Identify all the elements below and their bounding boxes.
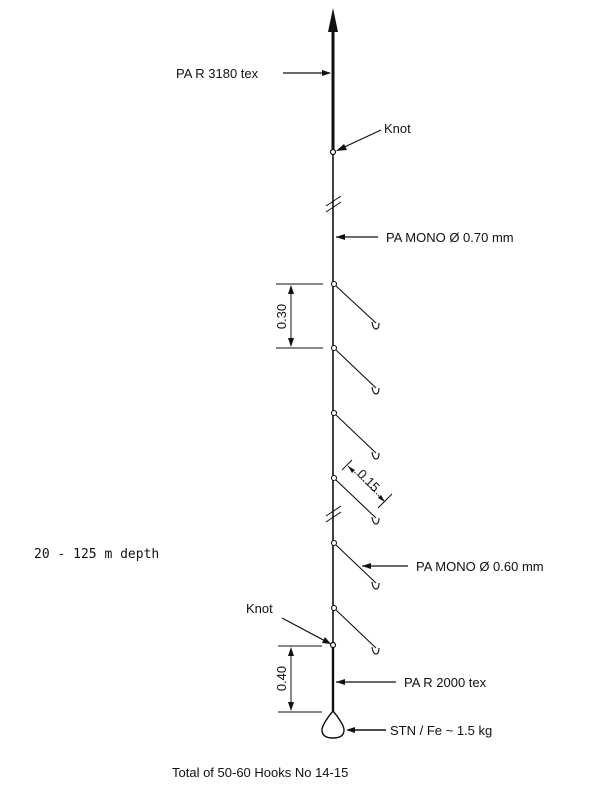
knot-top-icon [329,148,337,156]
pointer-knot-bottom [281,617,330,644]
dimension-hook-spacing [276,283,323,349]
label-knot-bottom: Knot [246,601,273,616]
arrowhead-icon [336,144,347,151]
arrowhead-icon [346,727,355,733]
hook-icon [330,280,380,330]
dimension-label-hook-spacing: 0.30 [274,303,290,330]
label-top-line: PA R 3180 tex [176,66,259,81]
label-mono-upper: PA MONO Ø 0.70 mm [386,230,514,245]
sinker-icon [321,709,345,739]
dimension-snood [341,459,393,509]
hook-icon [330,474,380,525]
label-sinker: STN / Fe ~ 1.5 kg [390,723,493,738]
break-mark-lower [325,505,342,523]
hook-icon [330,409,380,460]
hook-icon [330,539,380,590]
knot-bottom-icon [329,641,337,649]
label-bottom-line: PA R 2000 tex [404,675,487,690]
dimension-sinker-leader [278,645,322,713]
arrowhead-icon [322,637,331,644]
label-mono-lower: PA MONO Ø 0.60 mm [416,559,544,574]
arrowhead-icon [336,679,345,685]
label-knot-top: Knot [384,121,411,136]
arrowhead-icon [336,234,345,240]
arrowhead-icon [322,70,331,76]
caption: Total of 50-60 Hooks No 14-15 [172,765,349,780]
hook-icon [330,604,380,655]
hook-icon [330,344,380,395]
dimension-label-sinker-leader: 0.40 [274,665,290,692]
label-depth: 20 - 125 m depth [34,547,160,562]
break-mark-upper [325,195,342,213]
arrowhead-icon [362,563,371,569]
hooks [330,280,380,655]
